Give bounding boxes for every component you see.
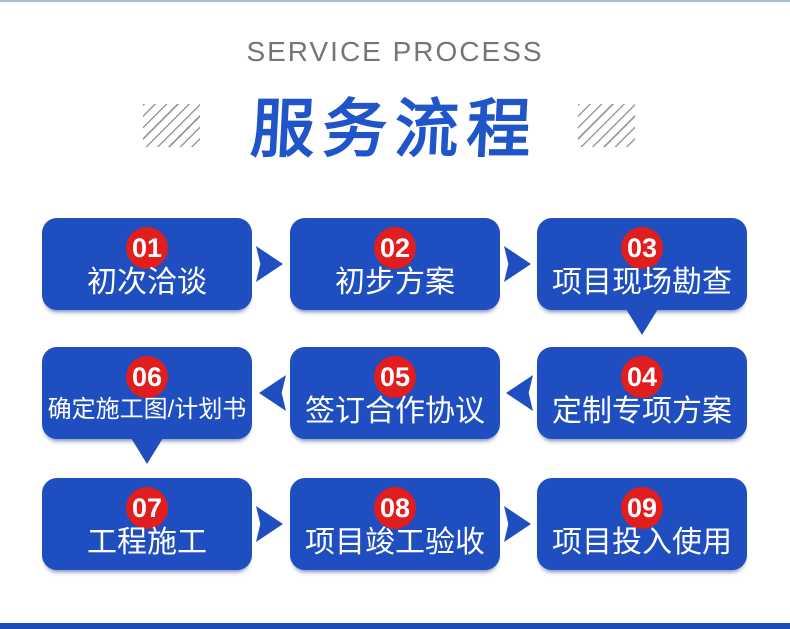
step-number-badge: 04 xyxy=(621,356,663,398)
step-label: 初步方案 xyxy=(335,266,455,299)
step-number-badge: 05 xyxy=(374,356,416,398)
step-label: 项目竣工验收 xyxy=(305,526,485,559)
step-number-badge: 02 xyxy=(374,227,416,269)
step-number: 08 xyxy=(379,492,411,523)
step-number: 03 xyxy=(626,232,658,263)
process-step: 02 初步方案 xyxy=(290,218,531,310)
step-number: 02 xyxy=(379,232,411,263)
top-divider-line xyxy=(0,0,790,2)
step-label: 签订合作协议 xyxy=(305,395,485,428)
subtitle-en: SERVICE PROCESS xyxy=(246,36,544,67)
process-step: 05 签订合作协议 xyxy=(259,347,500,439)
arrow-down-icon xyxy=(626,309,658,335)
step-number: 05 xyxy=(379,361,411,392)
step-number: 09 xyxy=(626,492,658,523)
arrow-right-icon xyxy=(256,506,283,542)
arrow-left-icon xyxy=(506,375,533,411)
step-number-badge: 09 xyxy=(621,487,663,529)
process-step: 06 确定施工图/计划书 xyxy=(42,347,252,464)
step-label: 项目投入使用 xyxy=(552,526,732,559)
step-label: 确定施工图/计划书 xyxy=(47,396,247,423)
bottom-border-bar xyxy=(0,623,790,629)
arrow-right-icon xyxy=(256,246,283,282)
step-number-badge: 01 xyxy=(126,227,168,269)
process-step: 04 定制专项方案 xyxy=(506,347,747,439)
process-step: 09 项目投入使用 xyxy=(537,478,747,570)
hatch-decoration-right xyxy=(578,104,635,147)
step-number-badge: 03 xyxy=(621,227,663,269)
step-label: 项目现场勘查 xyxy=(552,266,732,299)
arrow-right-icon xyxy=(504,246,531,282)
step-number: 01 xyxy=(131,232,163,263)
step-number: 06 xyxy=(131,361,163,392)
process-step: 01 初次洽谈 xyxy=(42,218,283,310)
step-number-badge: 07 xyxy=(126,487,168,529)
step-number: 04 xyxy=(626,361,658,392)
step-number-badge: 08 xyxy=(374,487,416,529)
process-step: 07 工程施工 xyxy=(42,478,283,570)
step-label: 初次洽谈 xyxy=(87,266,207,299)
step-label: 工程施工 xyxy=(87,526,207,559)
step-label: 定制专项方案 xyxy=(552,395,732,428)
arrow-right-icon xyxy=(504,506,531,542)
step-number-badge: 06 xyxy=(126,356,168,398)
arrow-left-icon xyxy=(259,375,286,411)
process-step: 03 项目现场勘查 xyxy=(537,218,747,335)
hatch-decoration-left xyxy=(143,104,200,147)
arrow-down-icon xyxy=(131,438,163,464)
process-step: 08 项目竣工验收 xyxy=(290,478,531,570)
step-number: 07 xyxy=(131,492,163,523)
